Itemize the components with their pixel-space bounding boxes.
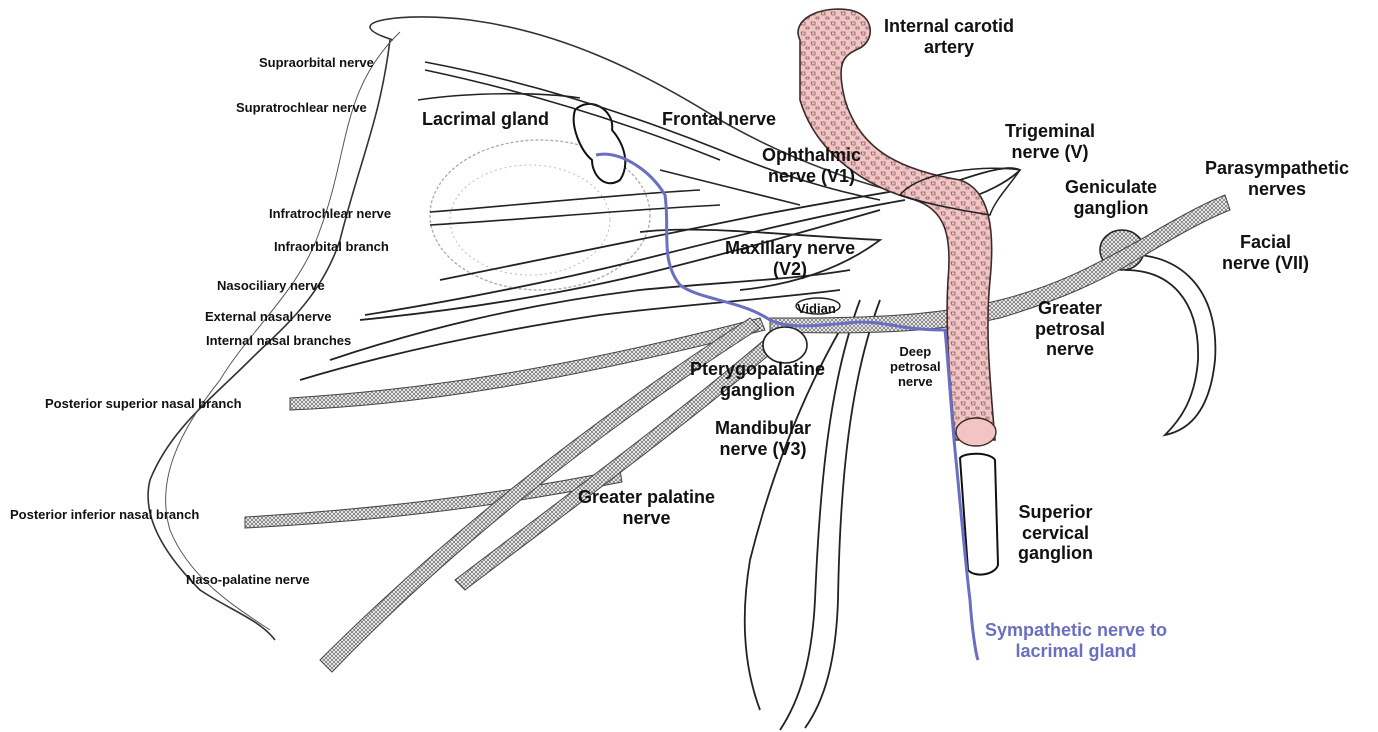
label-infratrochlear-nerve: Infratrochlear nerve (269, 207, 391, 222)
label-maxillary-nerve: Maxillary nerve (V2) (725, 238, 855, 279)
label-vidian: Vidian (797, 302, 836, 317)
label-supratrochlear-nerve: Supratrochlear nerve (236, 101, 367, 116)
label-ophthalmic-nerve: Ophthalmic nerve (V1) (762, 145, 861, 186)
label-frontal-nerve: Frontal nerve (662, 109, 776, 130)
label-posterior-superior-nasal-branch: Posterior superior nasal branch (45, 397, 242, 412)
label-sympathetic-nerve: Sympathetic nerve to lacrimal gland (985, 620, 1167, 661)
label-internal-carotid-artery: Internal carotid artery (884, 16, 1014, 57)
label-lacrimal-gland: Lacrimal gland (422, 109, 549, 130)
label-nasociliary-nerve: Nasociliary nerve (217, 279, 325, 294)
label-infraorbital-branch: Infraorbital branch (274, 240, 389, 255)
label-external-nasal-nerve: External nasal nerve (205, 310, 331, 325)
pterygopalatine-ganglion-shape (763, 327, 807, 363)
label-geniculate-ganglion: Geniculate ganglion (1065, 177, 1157, 218)
facial-nerve-shape (1120, 255, 1215, 435)
skull-outline-inner (166, 32, 400, 630)
label-supraorbital-nerve: Supraorbital nerve (259, 56, 374, 71)
label-parasympathetic-nerves: Parasympathetic nerves (1205, 158, 1349, 199)
label-superior-cervical-ganglion: Superior cervical ganglion (1018, 502, 1093, 564)
label-greater-petrosal-nerve: Greater petrosal nerve (1035, 298, 1105, 360)
label-posterior-inferior-nasal-branch: Posterior inferior nasal branch (10, 508, 199, 523)
orbit-inner (450, 165, 610, 275)
label-internal-nasal-branches: Internal nasal branches (206, 334, 351, 349)
label-facial-nerve: Facial nerve (VII) (1222, 232, 1309, 273)
carotid-artery-end (956, 418, 996, 446)
label-naso-palatine-nerve: Naso-palatine nerve (186, 573, 310, 588)
label-pterygopalatine-ganglion: Pterygopalatine ganglion (690, 359, 825, 400)
label-deep-petrosal-nerve: Deep petrosal nerve (890, 345, 941, 390)
label-trigeminal-nerve: Trigeminal nerve (V) (1005, 121, 1095, 162)
label-mandibular-nerve: Mandibular nerve (V3) (715, 418, 811, 459)
label-greater-palatine-nerve: Greater palatine nerve (578, 487, 715, 528)
